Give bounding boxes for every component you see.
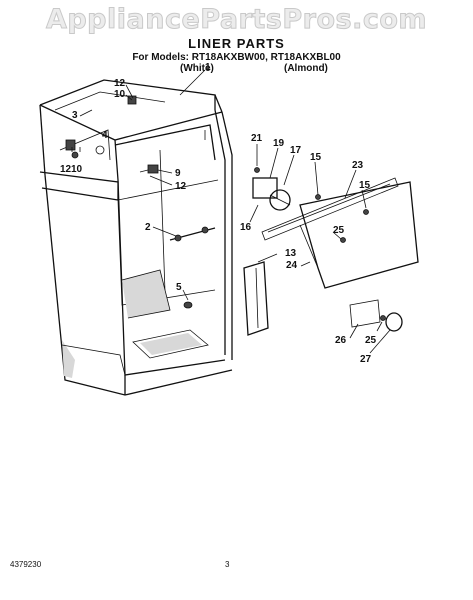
callout-1: 1 (205, 62, 211, 73)
callout-16: 16 (240, 222, 252, 233)
page-title: LINER PARTS (188, 36, 285, 51)
leader-lines (71, 69, 391, 354)
callout-3: 3 (72, 110, 78, 121)
callout-26: 26 (335, 335, 347, 346)
callout-9: 9 (175, 168, 181, 179)
callout-10-upper: 10 (114, 89, 126, 100)
callout-5: 5 (176, 282, 182, 293)
callout-2: 2 (145, 222, 151, 233)
callout-12-left: 12 (60, 164, 72, 175)
document-number: 4379230 (10, 560, 42, 569)
callout-15-upper: 15 (310, 152, 322, 163)
evaporator-cover-drawing (243, 167, 419, 336)
callout-24: 24 (286, 260, 298, 271)
callout-15-right: 15 (359, 180, 371, 191)
liner-drawing (39, 79, 233, 396)
callout-10-left: 10 (71, 164, 83, 175)
variant-white-label: (White) (180, 63, 214, 74)
callout-23: 23 (352, 160, 364, 171)
callout-21: 21 (251, 133, 263, 144)
callout-17: 17 (290, 145, 302, 156)
callout-25-lower: 25 (365, 335, 377, 346)
model-numbers: For Models: RT18AKXBW00, RT18AKXBL00 (132, 52, 341, 63)
variant-almond-label: (Almond) (284, 63, 328, 74)
callout-13: 13 (285, 248, 297, 259)
watermark-text: AppliancePartsPros.com (45, 4, 428, 36)
callout-27: 27 (360, 354, 372, 365)
callout-19: 19 (273, 138, 285, 149)
page-number: 3 (225, 560, 230, 569)
callout-12-upper: 12 (114, 78, 126, 89)
callout-12-mid: 12 (175, 181, 187, 192)
callout-25-upper: 25 (333, 225, 345, 236)
callout-4: 4 (102, 130, 108, 141)
